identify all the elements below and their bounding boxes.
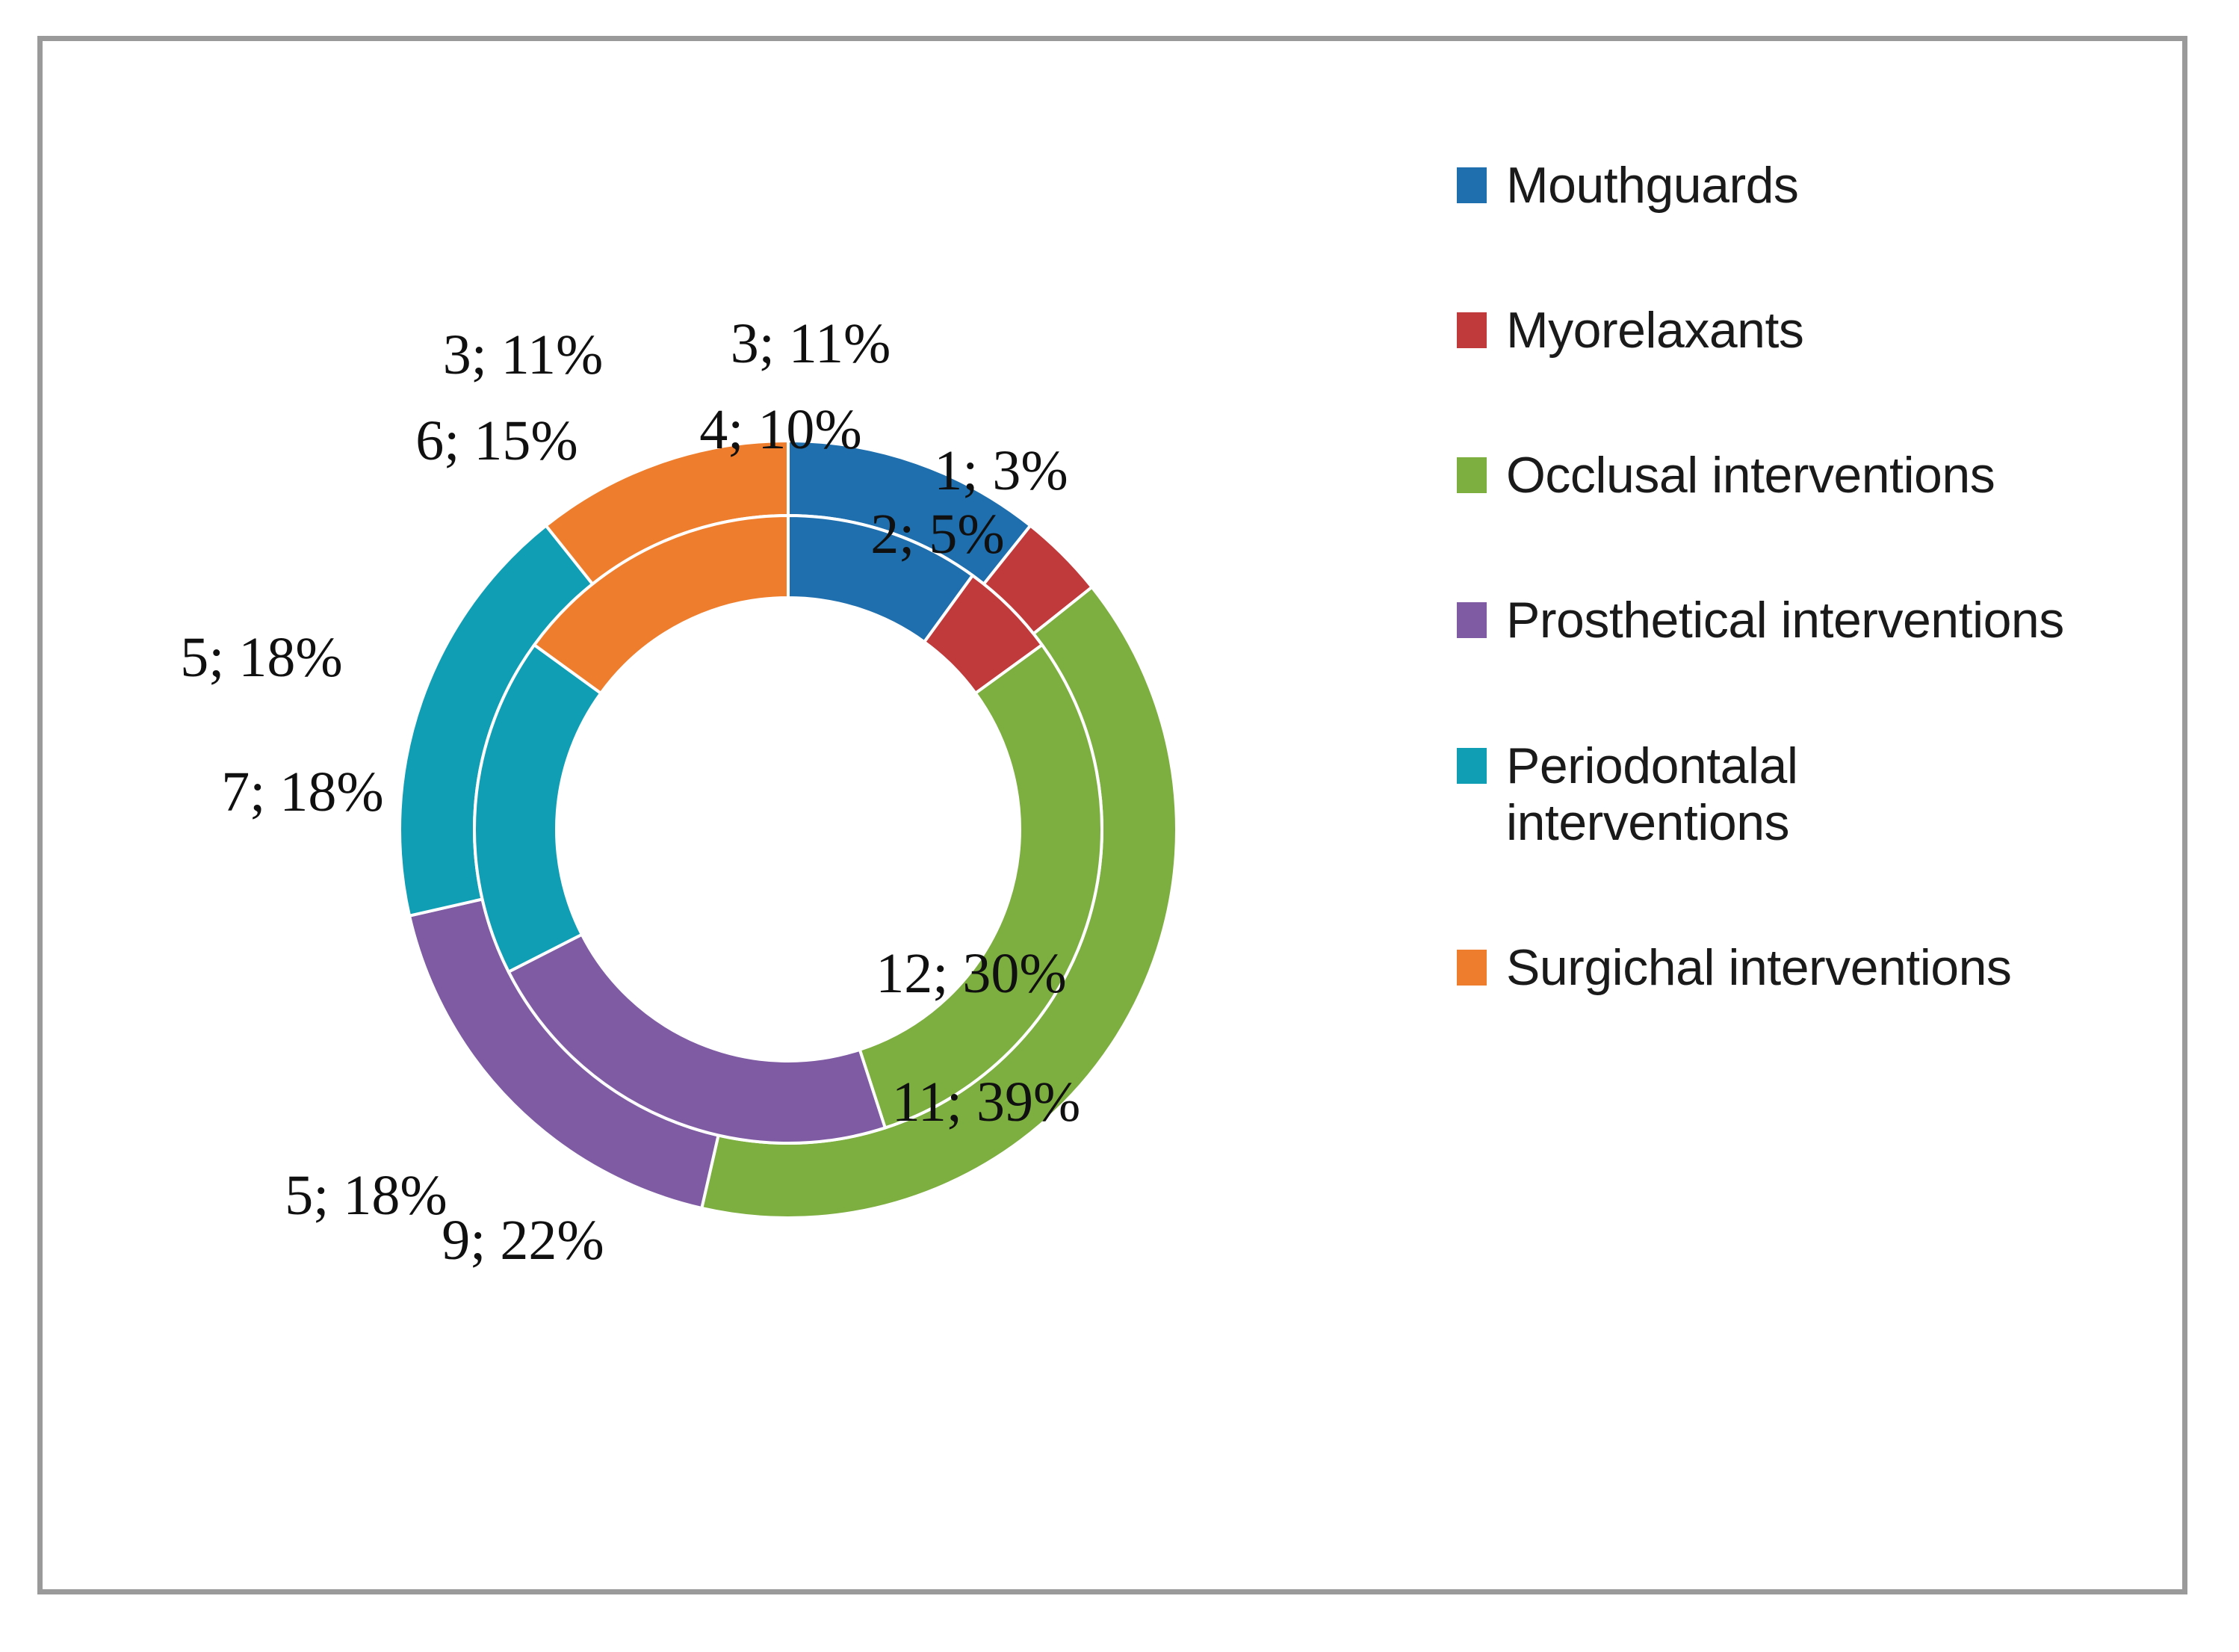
- data-label-group: 3; 11% 4; 10% 1; 3%2; 5% 12; 30% 11; 39% 5; 1…: [180, 312, 1080, 1272]
- legend-swatch-icon: [1457, 457, 1487, 494]
- lbl-outer-myorelaxants: 1; 3%: [934, 439, 1068, 502]
- legend-item-occlusal-interventions[interactable]: Occlusal interventions: [1457, 447, 2174, 504]
- legend-item-periodontalal-interventions[interactable]: Periodontalal interventions: [1457, 737, 2174, 851]
- slice-inner-occlusal-interventions[interactable]: [858, 643, 1103, 1130]
- lbl-inner-periodontal: 7; 18%: [221, 761, 383, 823]
- legend-item-myorelaxants[interactable]: Myorelaxants: [1457, 302, 2174, 359]
- legend-item-label: Myorelaxants: [1506, 302, 1804, 359]
- slice-inner-surgichal-interventions[interactable]: [532, 513, 790, 696]
- lbl-inner-mouthguards: 4; 10%: [699, 398, 861, 461]
- lbl-inner-surgichal: 6; 15%: [415, 409, 577, 472]
- legend-swatch-icon: [1457, 602, 1487, 639]
- legend-swatch-icon: [1457, 167, 1487, 203]
- lbl-outer-periodontal: 5; 18%: [180, 626, 342, 689]
- legend-item-surgichal-interventions[interactable]: Surgichal interventions: [1457, 939, 2174, 996]
- legend-item-mouthguards[interactable]: Mouthguards: [1457, 157, 2174, 214]
- legend-item-label: Mouthguards: [1506, 157, 1799, 214]
- slice-inner-prosthetical-interventions[interactable]: [507, 932, 888, 1145]
- legend-swatch-icon: [1457, 949, 1487, 986]
- doughnut-inner-ring: [472, 513, 1103, 1145]
- legend-swatch-icon: [1457, 747, 1487, 784]
- legend-item-label: Periodontalal interventions: [1506, 737, 1798, 851]
- legend-item-prosthetical-interventions[interactable]: Prosthetical interventions: [1457, 592, 2174, 649]
- lbl-outer-occlusal: 12; 30%: [876, 942, 1066, 1005]
- lbl-outer-mouthguards: 3; 11%: [731, 312, 891, 375]
- legend-item-label: Prosthetical interventions: [1506, 592, 2064, 649]
- lbl-outer-surgichal: 3; 11%: [443, 324, 604, 386]
- legend-swatch-icon: [1457, 312, 1487, 349]
- lbl-inner-prosthetical: 9; 22%: [442, 1209, 604, 1272]
- legend-item-label: Surgichal interventions: [1506, 938, 2012, 996]
- legend-item-label: Occlusal interventions: [1506, 447, 1995, 504]
- lbl-outer-prosthetical: 5; 18%: [285, 1164, 447, 1227]
- lbl-inner-occlusal: 11; 39%: [892, 1071, 1081, 1133]
- doughnut-outer-ring: [398, 439, 1178, 1219]
- lbl-inner-myorelaxants: 2; 5%: [870, 503, 1004, 566]
